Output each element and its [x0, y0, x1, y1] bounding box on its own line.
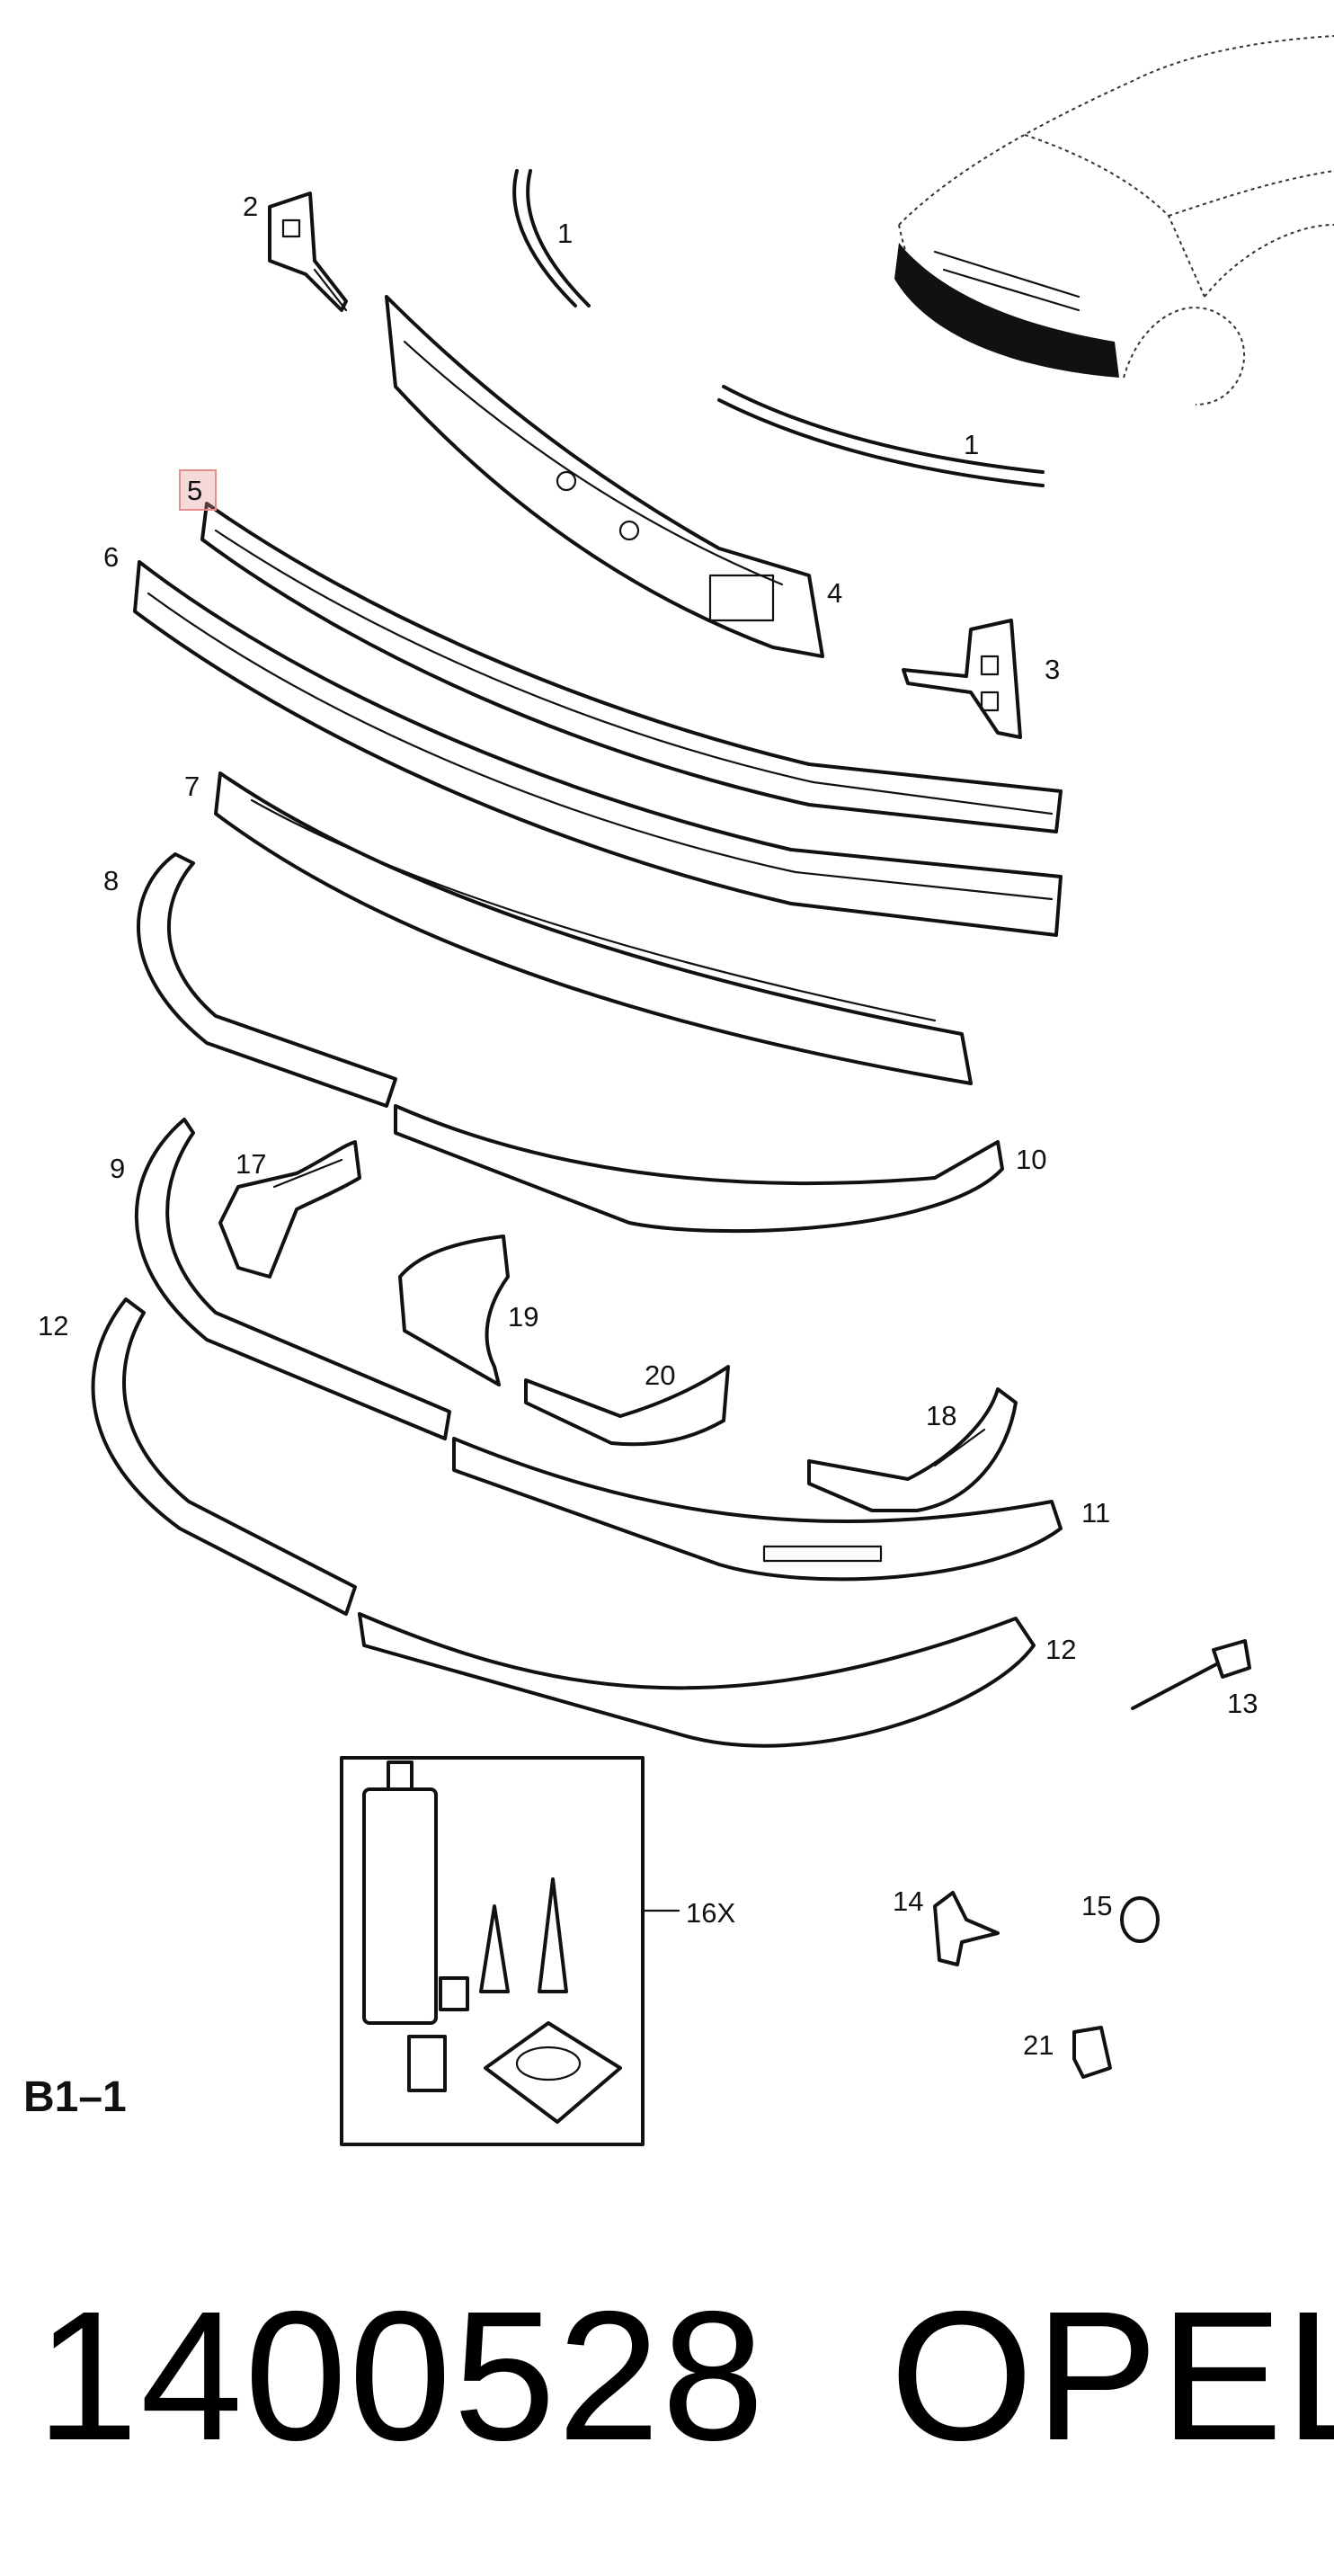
part-2-bracket	[268, 192, 348, 312]
callout-12a: 12	[38, 1310, 68, 1341]
part-12-lip-right	[358, 1612, 1036, 1748]
part-5-grille-bar	[200, 502, 1063, 833]
part-1-strip-right	[717, 385, 1045, 487]
callout-7: 7	[184, 771, 200, 802]
part-3-bracket	[902, 619, 1022, 739]
brand-name: OPEL	[890, 2273, 1334, 2479]
part-6-grille-bar	[133, 560, 1063, 937]
callout-10: 10	[1016, 1144, 1046, 1175]
part-12-lip-left	[91, 1297, 357, 1616]
part-number: 1400528	[36, 2273, 767, 2479]
callout-1b: 1	[964, 429, 979, 460]
callout-8: 8	[103, 865, 119, 896]
part-10-spoiler-right	[394, 1104, 1004, 1234]
part-17-duct	[218, 1140, 361, 1279]
callout-6: 6	[103, 541, 119, 573]
part-21-nut	[1072, 2026, 1112, 2079]
callout-2: 2	[243, 191, 258, 222]
callout-5-highlight	[179, 469, 217, 511]
callout-12b: 12	[1045, 1634, 1076, 1665]
part-15-cap	[1120, 1896, 1160, 1943]
part-1-strip-upper	[512, 169, 591, 308]
callout-9: 9	[110, 1153, 125, 1184]
part-8-spoiler-left	[137, 852, 397, 1108]
part-16x-sealant-kit	[340, 1756, 680, 2146]
callout-20: 20	[645, 1359, 675, 1391]
figure-code: B1–1	[23, 2073, 127, 2121]
part-9-bumper-left	[134, 1118, 451, 1440]
callout-17: 17	[236, 1148, 266, 1180]
callout-19: 19	[508, 1301, 538, 1333]
car-outline	[894, 35, 1334, 406]
callout-11: 11	[1081, 1497, 1110, 1529]
part-14-clip	[933, 1891, 1000, 1966]
part-11-bumper-right	[452, 1437, 1063, 1582]
callout-14: 14	[893, 1885, 923, 1917]
callout-1a: 1	[557, 218, 573, 249]
part-7-grille	[214, 771, 973, 1085]
callout-18: 18	[926, 1400, 956, 1431]
callout-3: 3	[1045, 654, 1060, 685]
exploded-parts-diagram: 1 1 2 3 4 5 6 7 8 9 10 11 12 12 13 14 15…	[38, 35, 1334, 2146]
part-19-duct	[398, 1235, 510, 1386]
callout-13: 13	[1227, 1688, 1258, 1719]
callout-21: 21	[1023, 2029, 1054, 2061]
part-13-rivet	[1131, 1639, 1251, 1710]
part-4-beam	[385, 295, 824, 658]
callout-5: 5	[187, 475, 202, 506]
part-18-duct	[807, 1387, 1018, 1512]
part-20-duct	[524, 1365, 730, 1447]
callout-15: 15	[1081, 1890, 1112, 1921]
callout-4: 4	[827, 577, 842, 609]
callout-16x: 16X	[686, 1897, 735, 1929]
